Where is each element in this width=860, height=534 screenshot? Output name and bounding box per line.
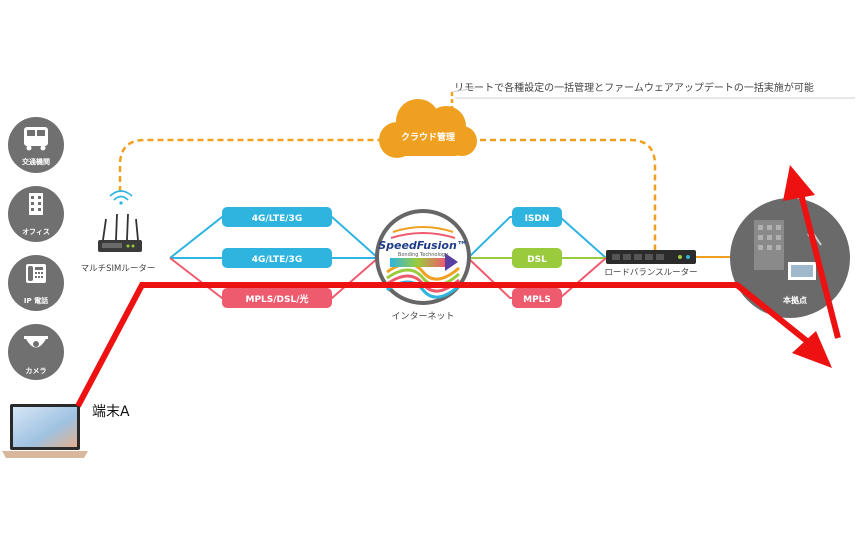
internet-label: インターネット [391, 311, 454, 322]
router-icon [98, 190, 142, 252]
device-label: オフィス [22, 228, 50, 236]
traffic-path [75, 282, 820, 408]
device-office: オフィス [8, 186, 64, 242]
bus-icon [24, 127, 48, 151]
building-icon [29, 193, 43, 215]
headquarters-icon [754, 220, 822, 280]
traffic-arrow-down [792, 331, 832, 368]
device-camera: カメラ [8, 324, 64, 380]
speedfusion-sub: Bonding Technology [398, 252, 448, 258]
pill-label: MPLS [523, 295, 551, 305]
bonding-bar [390, 258, 445, 267]
left-link-pill: 4G/LTE/3G [222, 248, 332, 268]
device-bus: 交通機関 [8, 117, 64, 173]
cloud-label: クラウド管理 [401, 131, 455, 143]
banner-text: リモートで各種設定の一括管理とファームウェアアップデートの一括実施が可能 [454, 81, 814, 94]
headquarters-node: 本拠点 [730, 198, 850, 318]
phone-icon [26, 264, 46, 283]
banner-pointer [451, 87, 476, 93]
pill-label: ISDN [525, 214, 550, 224]
speedfusion-node: SpeedFusion™ Bonding Technology [375, 209, 471, 305]
bonding-arrow [445, 253, 458, 271]
speedfusion-logo: SpeedFusion™ [378, 239, 468, 252]
traffic-arrow-up [783, 165, 815, 201]
laptop-icon [2, 404, 88, 458]
pill-label: 4G/LTE/3G [252, 255, 302, 265]
management-path-left [118, 138, 380, 192]
pill-label: 4G/LTE/3G [252, 214, 302, 224]
terminal-label: 端末A [92, 404, 130, 420]
left-link-pill: 4G/LTE/3G [222, 207, 332, 227]
device-phone: IP 電話 [8, 255, 64, 311]
management-path-right [470, 138, 657, 250]
right-link-pill: MPLS [512, 288, 562, 308]
left-link-pill: MPLS/DSL/光 [222, 288, 332, 308]
right-link-pill: ISDN [512, 207, 562, 227]
router-label: マルチSIMルーター [81, 264, 156, 274]
device-label: カメラ [26, 367, 47, 375]
rack-router-icon [606, 250, 696, 264]
camera-icon [24, 336, 48, 348]
hq-label: 本拠点 [782, 295, 807, 305]
pill-label: DSL [527, 255, 547, 265]
cloud-icon [379, 99, 477, 158]
device-label: IP 電話 [24, 296, 48, 305]
balancer-label: ロードバランスルーター [604, 268, 697, 278]
traffic-return-path [797, 189, 841, 339]
right-link-pill: DSL [512, 248, 562, 268]
pill-label: MPLS/DSL/光 [245, 293, 308, 305]
device-label: 交通機関 [22, 157, 50, 166]
